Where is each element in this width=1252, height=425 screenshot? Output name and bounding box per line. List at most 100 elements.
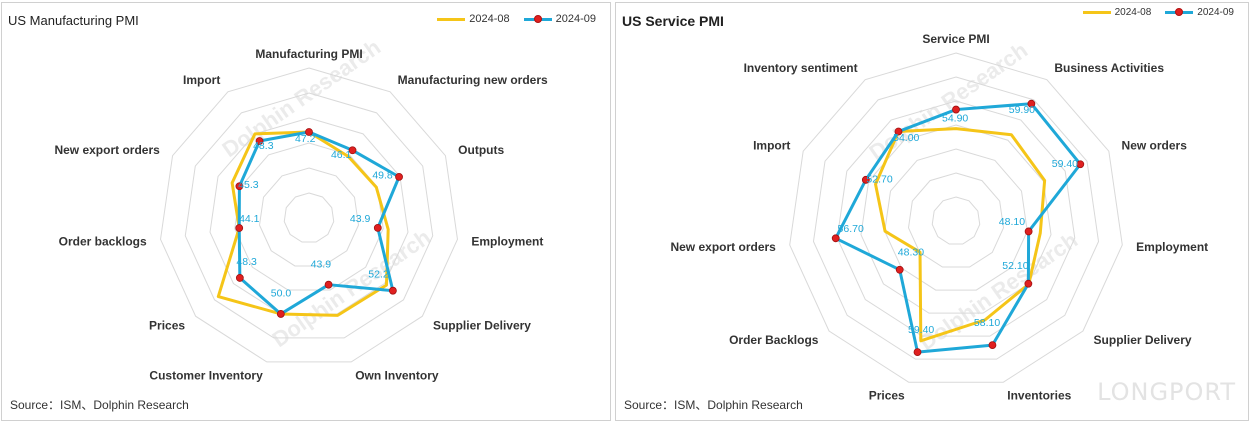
data-label: 47.2 [295,133,316,145]
data-point [913,348,922,357]
data-point [952,105,960,114]
grid-ring [907,172,1005,268]
legend-item-sep: 2024-09 [523,13,596,25]
data-point [388,286,397,295]
axis-label: Own Inventory [355,368,439,382]
data-point [235,274,244,282]
legend: 2024-08 2024-09 [1075,7,1234,18]
grid-ring [884,148,1028,291]
data-label: 43.9 [350,213,371,225]
data-point [235,224,244,232]
axis-label: Prices [149,318,185,332]
service-pmi-panel: US Service PMI 2024-08 2024-09 Dolphin R… [615,2,1249,421]
legend-label-aug: 2024-08 [1114,7,1152,18]
legend-swatch-sep [523,14,552,23]
axis-label: Prices [869,389,905,403]
axis-label: Order backlogs [59,234,147,248]
data-point [305,128,313,136]
axis-label: Inventories [1007,389,1071,403]
series-line [874,127,1047,343]
data-label: 43.9 [311,258,332,270]
data-label: 58.10 [974,317,1000,329]
data-label: 59.40 [1052,158,1078,170]
axis-label: Import [183,73,220,87]
legend-swatch-sep [1165,8,1194,16]
data-point [1027,99,1036,108]
axis-label: Employment [471,234,543,248]
axis-label: Manufacturing new orders [398,73,548,87]
data-point [861,175,870,184]
grid-ring [160,67,458,363]
axis-label: Order Backlogs [729,333,819,347]
data-point [831,234,840,243]
data-label: 54.00 [893,132,919,144]
data-label: 59.40 [908,324,934,336]
longport-logo: LONGPORT [1097,378,1236,406]
source-note: Source：ISM、Dolphin Research [10,398,189,412]
data-label: 52.70 [866,173,892,185]
data-point [276,310,285,318]
axis-label: New export orders [670,240,776,254]
legend-swatch-aug [1082,11,1111,14]
data-label: 59.90 [1009,104,1035,116]
axis-label: New export orders [54,143,160,157]
manufacturing-pmi-panel: US Manufacturing PMI 2024-08 2024-09 Dol… [1,2,611,421]
data-label: 49.8 [372,170,393,182]
data-label: 54.90 [942,113,968,125]
data-point [988,341,997,350]
series-line [237,130,401,316]
data-point [1024,279,1033,288]
grid-ring [860,124,1052,314]
data-label: 48.30 [898,246,924,258]
source-note: Source：ISM、Dolphin Research [624,398,803,412]
data-label: 45.3 [238,179,259,191]
grid-ring [931,196,981,245]
data-point [395,172,403,181]
axis-label: Employment [1136,240,1208,254]
grid-ring [283,192,335,243]
series-line [834,102,1082,354]
legend-item-aug: 2024-08 [437,13,510,25]
legend: 2024-08 2024-09 [429,13,596,25]
axis-label: Inventory sentiment [744,61,858,75]
data-point [894,127,903,136]
legend-swatch-aug [437,17,466,21]
axis-label: Manufacturing PMI [255,47,362,61]
data-label: 50.0 [271,288,292,300]
grid-ring [812,76,1100,360]
chart-title: US Service PMI [622,13,724,29]
legend-label-sep: 2024-09 [1197,7,1234,18]
data-label: 56.70 [838,223,864,235]
legend-label-sep: 2024-09 [555,13,596,25]
data-point [1024,227,1033,236]
data-point [324,280,333,289]
data-point [255,137,264,145]
axis-label: Outputs [458,143,504,157]
axis-label: Service PMI [922,32,989,46]
data-point [1076,160,1085,169]
data-label: 52.2 [368,269,389,281]
data-label: 48.10 [999,216,1025,228]
axis-label: Customer Inventory [149,368,263,382]
data-label: 48.3 [236,256,257,268]
legend-item-sep: 2024-09 [1165,7,1234,18]
grid-ring [258,167,360,267]
legend-label-aug: 2024-08 [469,13,510,25]
axis-label: New orders [1122,138,1188,152]
grid-ring [184,92,434,339]
data-point [348,146,357,155]
data-label: 44.1 [239,213,260,225]
axis-label: Business Activities [1054,61,1164,75]
data-point [235,182,244,191]
series-line [216,130,390,317]
data-label: 46.1 [331,149,352,161]
grid-ring [789,52,1123,383]
axis-label: Supplier Delivery [1094,333,1192,347]
axis-label: Supplier Delivery [433,318,531,332]
data-label: 48.3 [253,140,274,152]
chart-title: US Manufacturing PMI [8,13,139,28]
legend-item-aug: 2024-08 [1082,7,1152,18]
data-point [373,223,382,232]
